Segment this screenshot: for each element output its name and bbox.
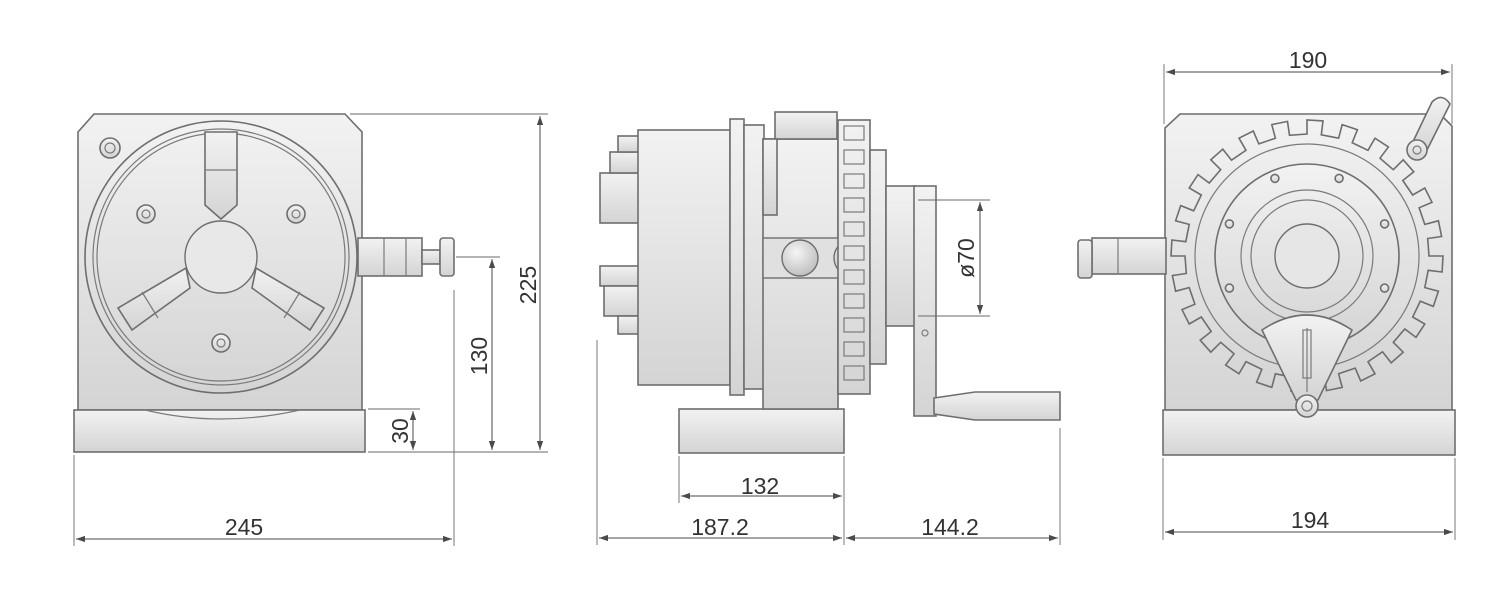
dim-side-base: 132 — [741, 473, 779, 499]
dim-front-height: 225 — [515, 266, 541, 304]
bolt-hole — [1224, 283, 1235, 293]
wheel-tooth — [843, 341, 865, 357]
wheel-tooth — [843, 221, 865, 237]
rear-lock-lever — [1407, 96, 1451, 153]
wheel-tooth — [843, 293, 865, 309]
wheel-tooth — [843, 317, 865, 333]
dim-bore-diameter: ø70 — [953, 238, 979, 278]
wheel-tooth — [843, 269, 865, 285]
side-flange — [729, 118, 745, 396]
dim-front-width: 245 — [225, 514, 263, 540]
side-base — [678, 408, 845, 454]
bolt-hole — [1379, 283, 1390, 293]
front-corner-screw — [99, 137, 121, 159]
front-jaw-top — [204, 131, 238, 221]
wheel-tooth — [843, 149, 865, 165]
side-wheel-teeth — [843, 125, 865, 381]
wheel-tooth — [843, 173, 865, 189]
front-screw-1 — [136, 204, 156, 224]
side-index-wheel — [837, 119, 871, 395]
side-crank-grip — [933, 391, 1061, 421]
side-jaw-upper — [599, 135, 641, 224]
wheel-tooth — [843, 365, 865, 381]
side-jaw-lower — [599, 265, 641, 335]
front-screw-2 — [286, 204, 306, 224]
side-chuck-body — [637, 129, 731, 386]
wheel-tooth — [843, 197, 865, 213]
front-lock-knob — [357, 237, 423, 277]
bolt-hole — [1270, 173, 1280, 184]
side-knob-1 — [781, 239, 819, 277]
front-bore — [184, 220, 258, 294]
dimension-lines — [73, 64, 1456, 546]
wheel-tooth — [843, 245, 865, 261]
bolt-hole — [1334, 173, 1344, 184]
front-screw-3 — [211, 333, 231, 353]
rear-view — [1077, 96, 1456, 456]
dim-side-body: 187.2 — [691, 514, 749, 540]
dim-center-height: 130 — [466, 337, 492, 375]
dim-rear-base: 194 — [1291, 507, 1330, 533]
dim-rear-top: 190 — [1289, 47, 1327, 73]
dim-base-height: 30 — [387, 418, 413, 444]
front-jaw-right — [251, 266, 326, 332]
rear-plunger — [1091, 237, 1167, 275]
front-base — [73, 409, 366, 453]
bolt-hole — [1379, 219, 1390, 229]
wheel-tooth — [843, 125, 865, 141]
front-jaw-left — [116, 266, 191, 332]
bolt-hole — [1224, 219, 1235, 229]
side-crank-arm — [913, 185, 937, 417]
side-view — [599, 111, 1061, 454]
front-view — [73, 113, 455, 453]
dim-side-handle: 144.2 — [921, 514, 979, 540]
